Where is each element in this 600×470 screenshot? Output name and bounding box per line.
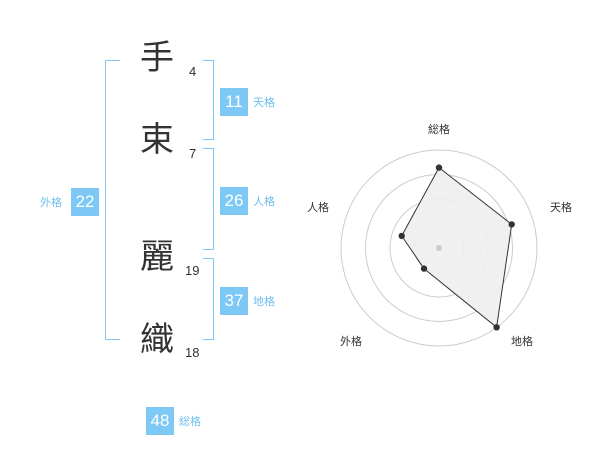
jinkaku-value: 26 [220, 187, 248, 215]
chikaku-value: 37 [220, 287, 248, 315]
name-char-3: 麗 [140, 237, 174, 277]
jinkaku-bracket [203, 148, 214, 250]
radar-center-dot [436, 245, 442, 251]
gaikaku-label: 外格 [40, 196, 62, 209]
stroke-count-2: 7 [189, 146, 197, 161]
radar-label-tenkaku: 天格 [550, 201, 572, 214]
name-char-2: 束 [140, 120, 174, 160]
radar-point-5 [398, 232, 405, 240]
gaikaku-bracket [105, 60, 120, 340]
radar-label-chikaku: 地格 [511, 335, 533, 348]
name-char-4: 織 [140, 320, 174, 360]
radar-point-1 [435, 164, 443, 171]
chikaku-bracket [203, 258, 214, 340]
tenkaku-value: 11 [220, 88, 248, 116]
tenkaku-bracket [203, 60, 214, 140]
jinkaku-label: 人格 [253, 195, 275, 208]
chikaku-label: 地格 [253, 295, 275, 308]
radar-label-soukaku: 総格 [428, 123, 450, 136]
radar-points [398, 164, 515, 331]
stroke-count-1: 4 [189, 64, 197, 79]
radar-point-3 [493, 324, 500, 331]
soukaku-value: 48 [146, 407, 174, 435]
radar-label-gaikaku: 外格 [340, 335, 362, 348]
radar-point-2 [508, 221, 515, 228]
radar-area [401, 166, 513, 329]
radar-label-jinkaku: 人格 [307, 201, 329, 214]
gaikaku-value: 22 [71, 188, 99, 216]
tenkaku-label: 天格 [253, 96, 275, 109]
soukaku-label: 総格 [179, 415, 201, 428]
name-char-1: 手 [140, 38, 174, 78]
radar-point-4 [420, 265, 428, 272]
stroke-count-3: 19 [185, 263, 200, 278]
stroke-count-4: 18 [185, 345, 200, 360]
radar-ring-4 [340, 149, 538, 347]
